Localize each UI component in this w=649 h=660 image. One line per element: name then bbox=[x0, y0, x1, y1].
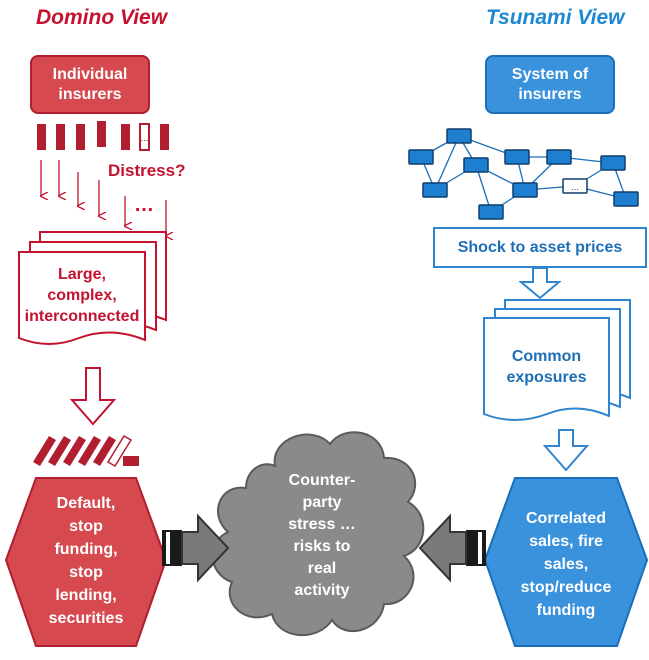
red-down-arrow bbox=[69, 367, 117, 426]
distress-arrows bbox=[41, 160, 166, 236]
hex-blue-line-2: sales, fire bbox=[529, 533, 603, 550]
domino-bars-icon: … bbox=[37, 121, 169, 151]
hex-red-line-2: stop bbox=[69, 518, 103, 535]
hex-red-line-1: Default, bbox=[56, 495, 116, 512]
distress-label: Distress? bbox=[108, 161, 186, 180]
blue-arrow-1 bbox=[518, 267, 562, 300]
stress-cloud bbox=[211, 431, 425, 636]
system-of-insurers-box: System of insurers bbox=[485, 55, 615, 114]
cloud-line-5: real bbox=[307, 560, 337, 577]
hex-red-line-4: stop bbox=[69, 564, 103, 581]
fallen-dominoes-icon bbox=[33, 434, 139, 468]
doc-red-line-2: complex, bbox=[47, 287, 117, 304]
doc-blue-line-2: exposures bbox=[506, 369, 587, 386]
tsunami-view-title: Tsunami View bbox=[486, 6, 625, 29]
blue-down-arrow bbox=[542, 429, 590, 472]
default-consequences-text: Default, stop funding, stop lending, sec… bbox=[20, 492, 152, 630]
svg-text:…: … bbox=[141, 134, 149, 143]
left-gray-arrow bbox=[162, 513, 230, 583]
common-exposures-text: Common exposures bbox=[484, 346, 609, 388]
hex-blue-line-5: funding bbox=[536, 602, 596, 619]
shock-to-asset-prices-box: Shock to asset prices bbox=[433, 227, 647, 268]
distress-ellipsis: … bbox=[134, 194, 154, 216]
right-gray-arrow bbox=[418, 513, 486, 583]
hex-blue-line-4: stop/reduce bbox=[520, 579, 612, 596]
counterparty-stress-text: Counter- party stress … risks to real ac… bbox=[262, 470, 382, 602]
hex-red-line-6: securities bbox=[48, 610, 124, 627]
insurer-network: … bbox=[408, 128, 639, 220]
large-complex-interconnected-text: Large, complex, interconnected bbox=[19, 264, 145, 327]
hex-red-line-3: funding, bbox=[54, 541, 118, 558]
cloud-line-4: risks to bbox=[293, 538, 351, 555]
individual-insurers-line-2: insurers bbox=[58, 85, 122, 103]
doc-blue-line-1: Common bbox=[511, 348, 582, 365]
cloud-line-2: party bbox=[302, 494, 342, 511]
hex-blue-line-3: sales, bbox=[543, 556, 589, 573]
blue-document-stack bbox=[483, 299, 631, 421]
system-of-insurers-line-2: insurers bbox=[518, 85, 582, 103]
doc-red-line-3: interconnected bbox=[24, 308, 140, 325]
red-hexagon bbox=[4, 477, 168, 647]
individual-insurers-box: Individual insurers bbox=[30, 55, 150, 114]
domino-view-title: Domino View bbox=[36, 6, 168, 29]
svg-text:…: … bbox=[571, 183, 579, 192]
red-document-stack bbox=[18, 231, 167, 345]
correlated-sales-text: Correlated sales, fire sales, stop/reduc… bbox=[498, 507, 634, 622]
cloud-line-3: stress … bbox=[288, 516, 356, 533]
doc-red-line-1: Large, bbox=[57, 266, 106, 283]
individual-insurers-line-1: Individual bbox=[52, 65, 128, 83]
cloud-line-1: Counter- bbox=[288, 472, 356, 489]
hex-blue-line-1: Correlated bbox=[525, 510, 607, 527]
hex-red-line-5: lending, bbox=[55, 587, 117, 604]
cloud-line-6: activity bbox=[294, 582, 350, 599]
system-of-insurers-line-1: System of bbox=[511, 65, 589, 83]
